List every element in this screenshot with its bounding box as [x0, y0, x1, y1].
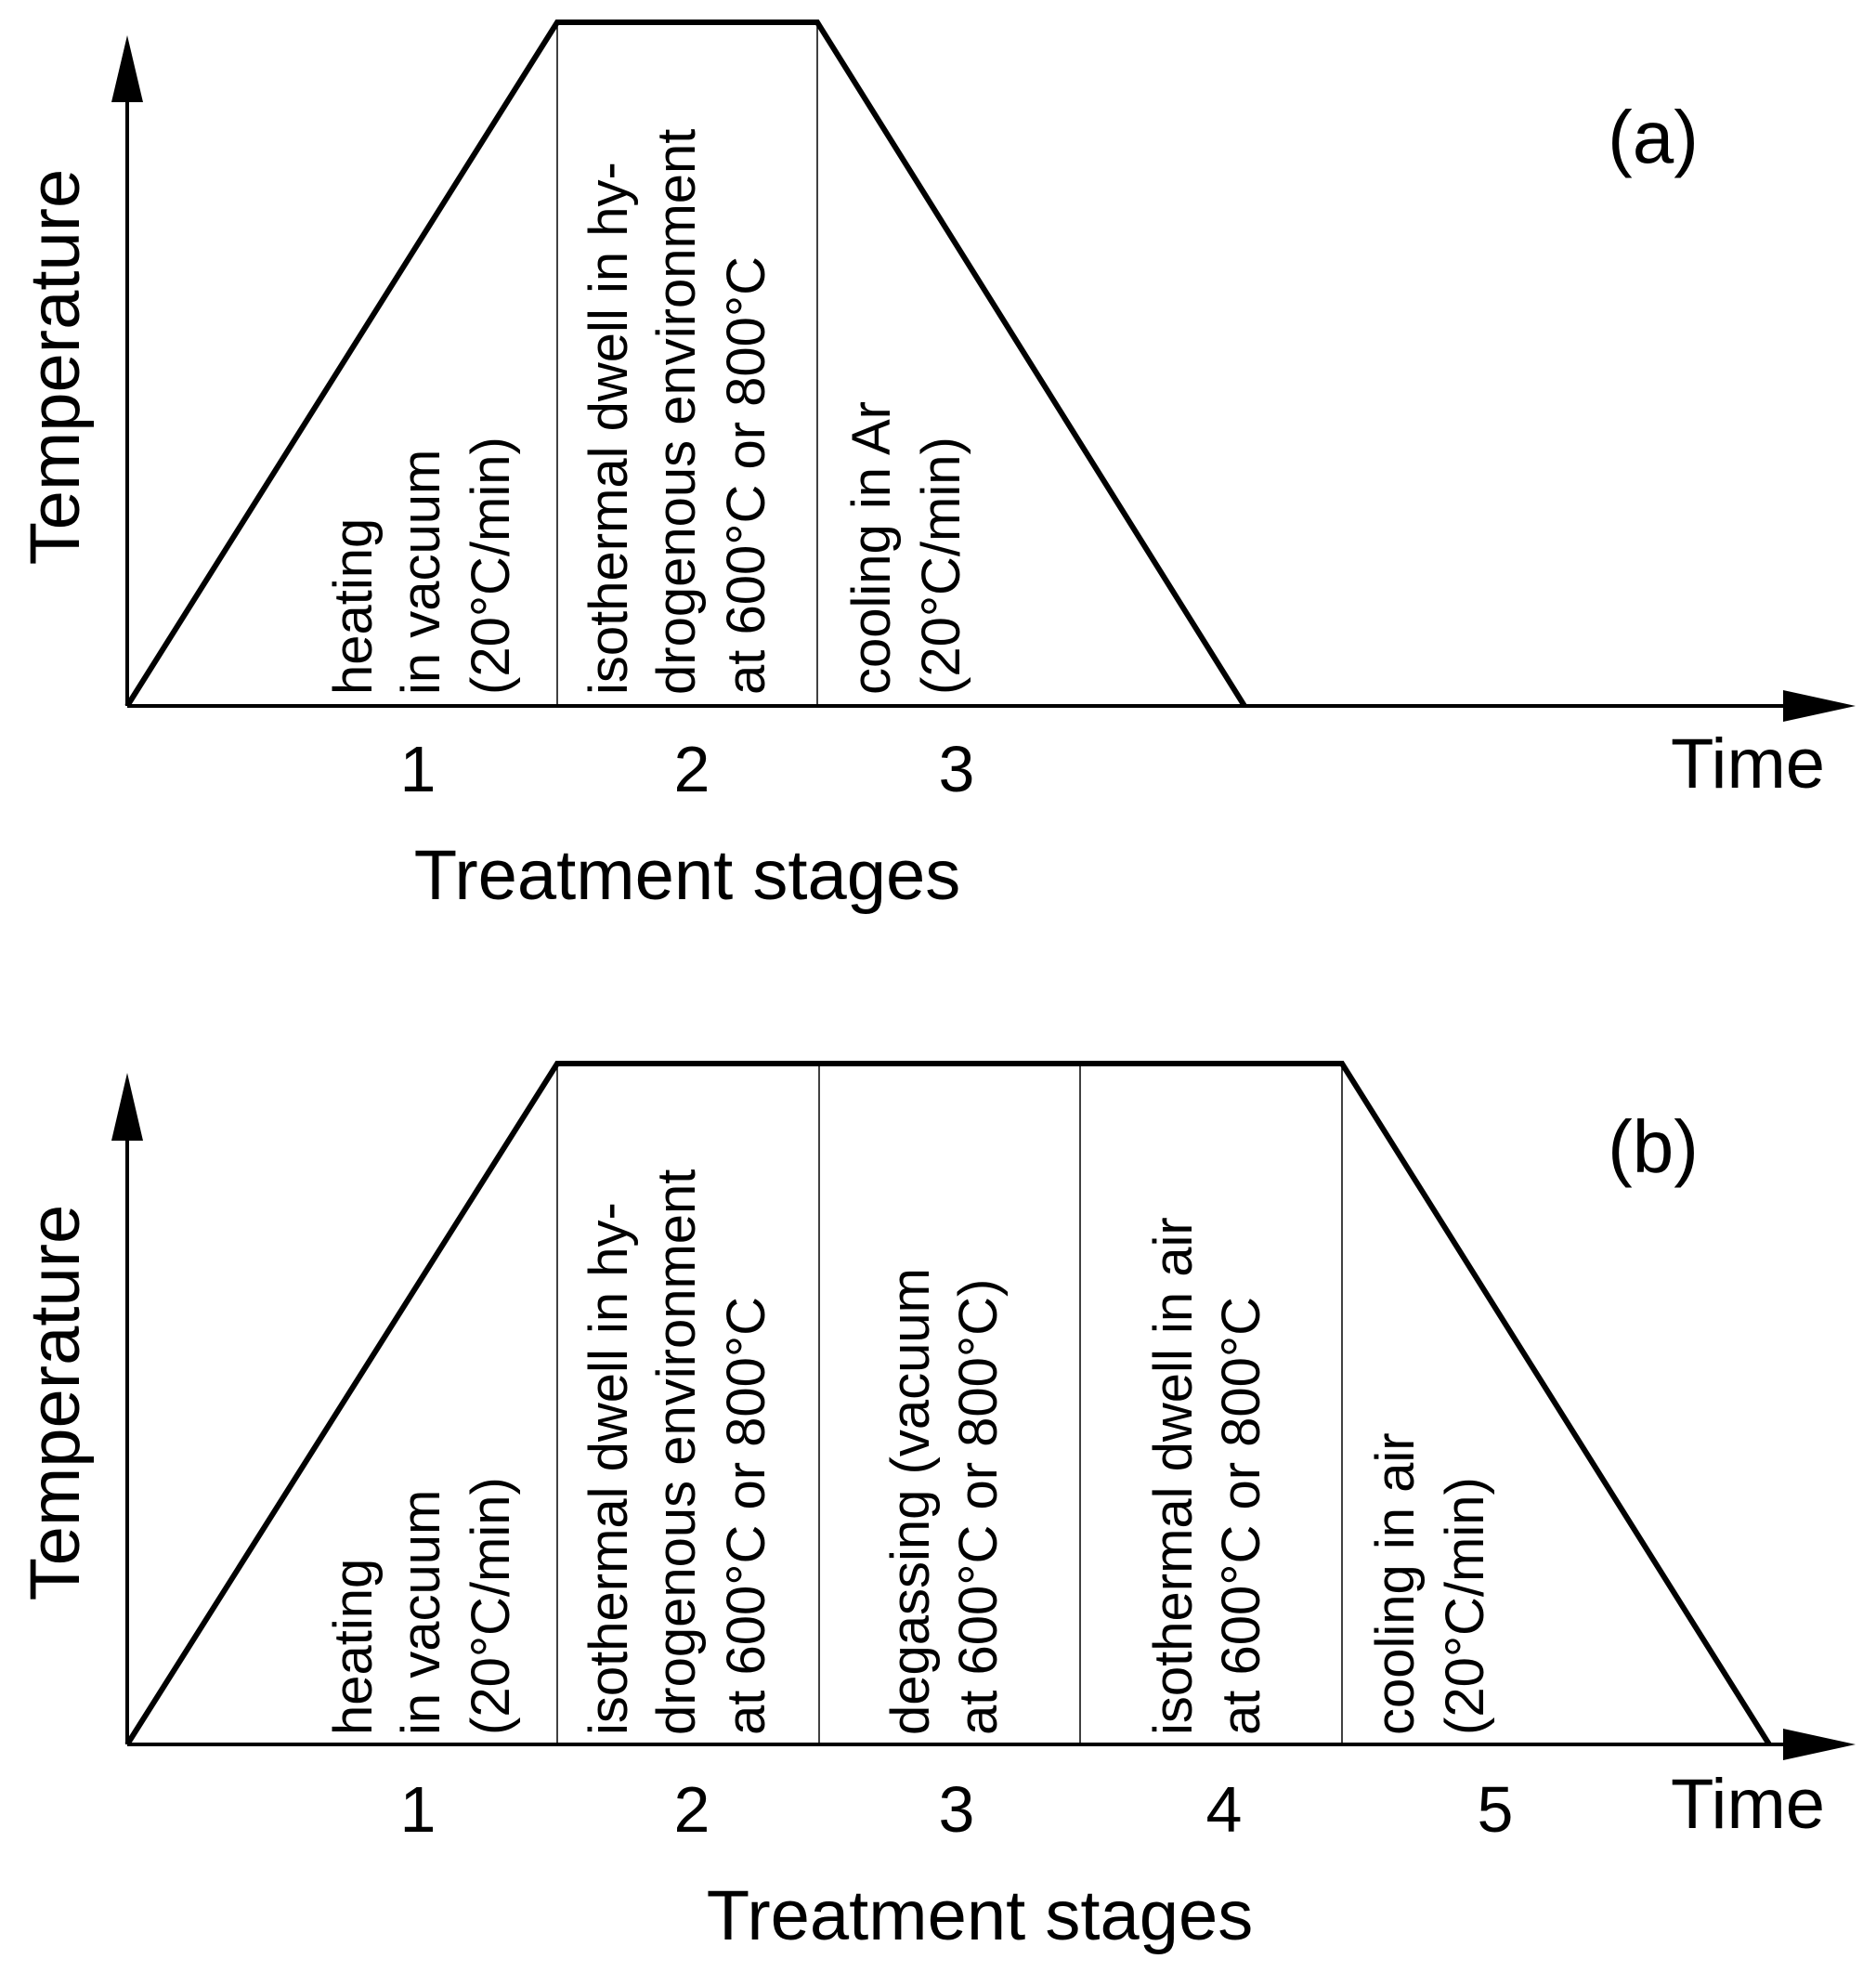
stage-number: 3 [939, 1773, 975, 1846]
stage-description: drogenous environment [646, 129, 707, 695]
stage-description: at 600°C or 800°C [716, 1297, 776, 1735]
stage-number: 1 [400, 733, 436, 805]
x-axis-arrow [1783, 1729, 1856, 1760]
y-axis-label: Temperature [16, 169, 95, 566]
x-axis-label: Time [1671, 1765, 1825, 1844]
stage-description: (20°C/min) [1435, 1477, 1495, 1735]
stage-number: 4 [1206, 1773, 1243, 1846]
y-axis-arrow [111, 35, 143, 102]
x-axis-label: Time [1671, 725, 1825, 803]
stage-description: in vacuum [391, 450, 451, 695]
stage-description: isothermal dwell in air [1143, 1217, 1204, 1735]
x-axis-title: Treatment stages [414, 836, 961, 915]
stage-number: 2 [674, 1773, 710, 1846]
stage-description: degassing (vacuum [880, 1268, 941, 1735]
temperature-profile [124, 1061, 1772, 1746]
stage-description: drogenous environment [646, 1169, 707, 1735]
stage-description: isothermal dwell in hy- [579, 162, 639, 695]
stage-description: (20°C/min) [461, 1477, 521, 1735]
temperature-profile [124, 20, 1247, 708]
panel-a: (a) Temperature Time Treatment stages 1 … [16, 20, 1856, 915]
stage-description: heating [323, 518, 384, 695]
stage-description: in vacuum [391, 1490, 451, 1735]
stage-description: (20°C/min) [461, 437, 521, 695]
stage-number: 1 [400, 1773, 436, 1846]
panel-b: (b) Temperature Time Treatment stages 1 … [16, 1061, 1856, 1955]
panel-tag: (b) [1608, 1105, 1699, 1188]
stage-description: (20°C/min) [911, 437, 971, 695]
panel-tag: (a) [1608, 96, 1699, 178]
stage-number: 2 [674, 733, 710, 805]
stage-description: isothermal dwell in hy- [579, 1202, 639, 1735]
stage-description: at 600°C or 800°C) [948, 1279, 1009, 1735]
y-axis-label: Temperature [16, 1205, 95, 1601]
x-axis-title: Treatment stages [707, 1876, 1254, 1955]
stage-number: 3 [939, 733, 975, 805]
stage-number: 5 [1478, 1773, 1514, 1846]
stage-description: cooling in Ar [841, 401, 902, 695]
stage-description: heating [323, 1559, 384, 1735]
y-axis-arrow [111, 1073, 143, 1141]
stage-description: cooling in air [1365, 1432, 1426, 1735]
stage-description: at 600°C or 800°C [1211, 1297, 1271, 1735]
x-axis-arrow [1783, 690, 1856, 722]
stage-description: at 600°C or 800°C [716, 256, 776, 695]
